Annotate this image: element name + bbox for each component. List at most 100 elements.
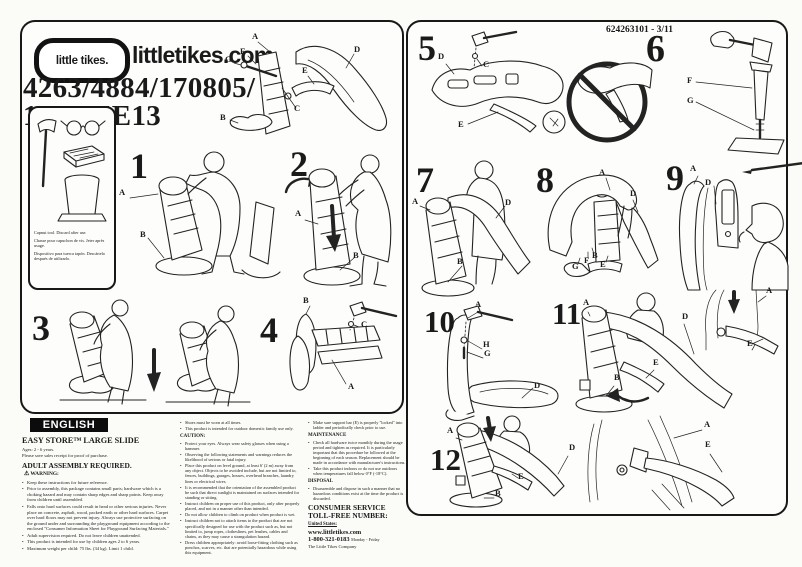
part-label-b: B (495, 488, 501, 498)
step-4-illustration (289, 301, 398, 391)
caution-bullet: Do not allow children to climb on produc… (180, 512, 300, 517)
step-6-illustration (695, 30, 785, 155)
step-8-illustration (547, 174, 659, 278)
base-part (229, 113, 273, 131)
step-number: 11 (552, 296, 582, 331)
part-label-b: B (353, 250, 359, 260)
caption-en: Capnut tool. Discard after use. (34, 230, 87, 235)
part-label-h: H (483, 339, 490, 349)
step-11: 11 A D E B A E (520, 286, 782, 418)
slide-hood (431, 60, 564, 107)
slide-part (603, 311, 733, 409)
part-label-c: C (294, 103, 301, 113)
prohibition-circle (566, 61, 648, 143)
base-block (727, 137, 785, 155)
part-label-e: E (653, 357, 659, 367)
step-7-illustration (419, 160, 531, 297)
hammer-icon (751, 37, 773, 63)
hand (710, 30, 735, 49)
logo-text: little tikes. (55, 54, 109, 67)
person-figure (636, 292, 656, 312)
step-3-illustration (59, 299, 251, 407)
part-label-a: A (599, 167, 606, 177)
step-number: 5 (418, 28, 436, 68)
caution-bullet: Observing the following statements and w… (180, 452, 300, 462)
slide-part (477, 429, 565, 497)
caution-bullet: Protect your eyes. Always wear safety gl… (180, 441, 300, 451)
base-part (303, 266, 361, 286)
part-label-f: F (687, 75, 693, 85)
model-numbers-line1: 4263/4884/170805/ (23, 72, 256, 104)
part-label-b: B (303, 295, 309, 305)
person-figure (217, 305, 235, 323)
step-4: 4 B C A (254, 296, 400, 412)
part-label-g: G (572, 261, 579, 271)
part-label-c: C (483, 59, 490, 69)
capnut-part (460, 336, 468, 344)
english-column-3: Make sure support bar (E) is properly "l… (308, 420, 406, 549)
capnut-part (716, 327, 726, 337)
part-label-d: D (682, 311, 689, 321)
receipt-note: Please save sales receipt for proof of p… (22, 453, 108, 459)
warning-bullet: Keep these instructions for future refer… (22, 480, 170, 486)
caution-bullet: Make sure support bar (E) is properly "l… (308, 420, 406, 430)
person-figure (111, 299, 129, 317)
warning-icon: ⚠ (24, 471, 30, 478)
part-label-a: A (690, 163, 697, 173)
part-label-b: B (592, 250, 598, 260)
person-figure (203, 151, 225, 173)
step-6: 6 F G (634, 22, 785, 155)
warning-bullet: Falls onto hard surfaces could result in… (22, 504, 170, 532)
part-label-f: F (584, 255, 590, 265)
step-number: 2 (290, 144, 308, 184)
part-label-d: D (438, 51, 445, 61)
step-5-illustration (431, 30, 653, 143)
part-label-d: D (630, 188, 637, 198)
caution-bullet: It is recommended that the orientation o… (180, 485, 300, 500)
support-bar-part (619, 361, 665, 393)
caution-bullet: Instruct children on proper use of this … (180, 501, 300, 511)
step-12: 12 A D E B A E (416, 414, 782, 511)
support-bar-part (291, 81, 335, 97)
part-label-a: A (119, 187, 126, 197)
part-label-d: D (569, 442, 576, 452)
warning-bullet: This product is intended for use by chil… (22, 539, 170, 545)
part-label-a: A (252, 31, 259, 41)
step-8: 8 A D B F G E (532, 154, 659, 296)
step-number: 1 (130, 146, 148, 186)
slide-hood (678, 180, 705, 291)
detail-label-e: E (705, 439, 711, 449)
part-label-a: A (447, 425, 454, 435)
capnut-tool-captions: Capnut tool. Discard after use. Chasse p… (34, 230, 109, 264)
caution-bullet: Instruct children not to attach items to… (180, 518, 300, 539)
assembly-heading: ADULT ASSEMBLY REQUIRED. (22, 460, 132, 470)
caution-bullet: Dress children appropriately: avoid loos… (180, 540, 300, 555)
down-arrow (330, 204, 336, 240)
base-part (155, 256, 213, 276)
slide-part (615, 197, 659, 269)
part-label-a: A (412, 196, 419, 206)
support-bar-part (491, 465, 533, 491)
part-label-a: A (475, 299, 482, 309)
part-label-b: B (140, 229, 146, 239)
warning-bullet: Adult supervision required. Do not leave… (22, 533, 170, 539)
hammer-icon (37, 118, 57, 133)
step-number: 4 (260, 310, 278, 350)
step-2: 2 A B (274, 144, 402, 294)
part-label-b: B (457, 256, 463, 266)
step-number: 10 (424, 304, 455, 339)
step-number: 8 (536, 160, 554, 200)
toll-free-heading: TOLL-FREE NUMBER: (308, 511, 388, 521)
step-number: 7 (416, 160, 434, 200)
warning-bullet: Shoes must be worn at all times. (180, 420, 300, 425)
lock-piece (629, 447, 649, 473)
phone-number: 1-800-321-0183 (308, 536, 350, 544)
support-bar-part (725, 325, 779, 355)
step-9: 9 A D (656, 154, 802, 296)
website-wordmark: littletikes.com (132, 42, 274, 68)
part-label-d: D (705, 177, 712, 187)
part-label-g: G (484, 348, 491, 358)
slide-part (295, 45, 388, 131)
part-label-e: E (600, 259, 606, 269)
safety-glasses-icon (66, 120, 82, 136)
